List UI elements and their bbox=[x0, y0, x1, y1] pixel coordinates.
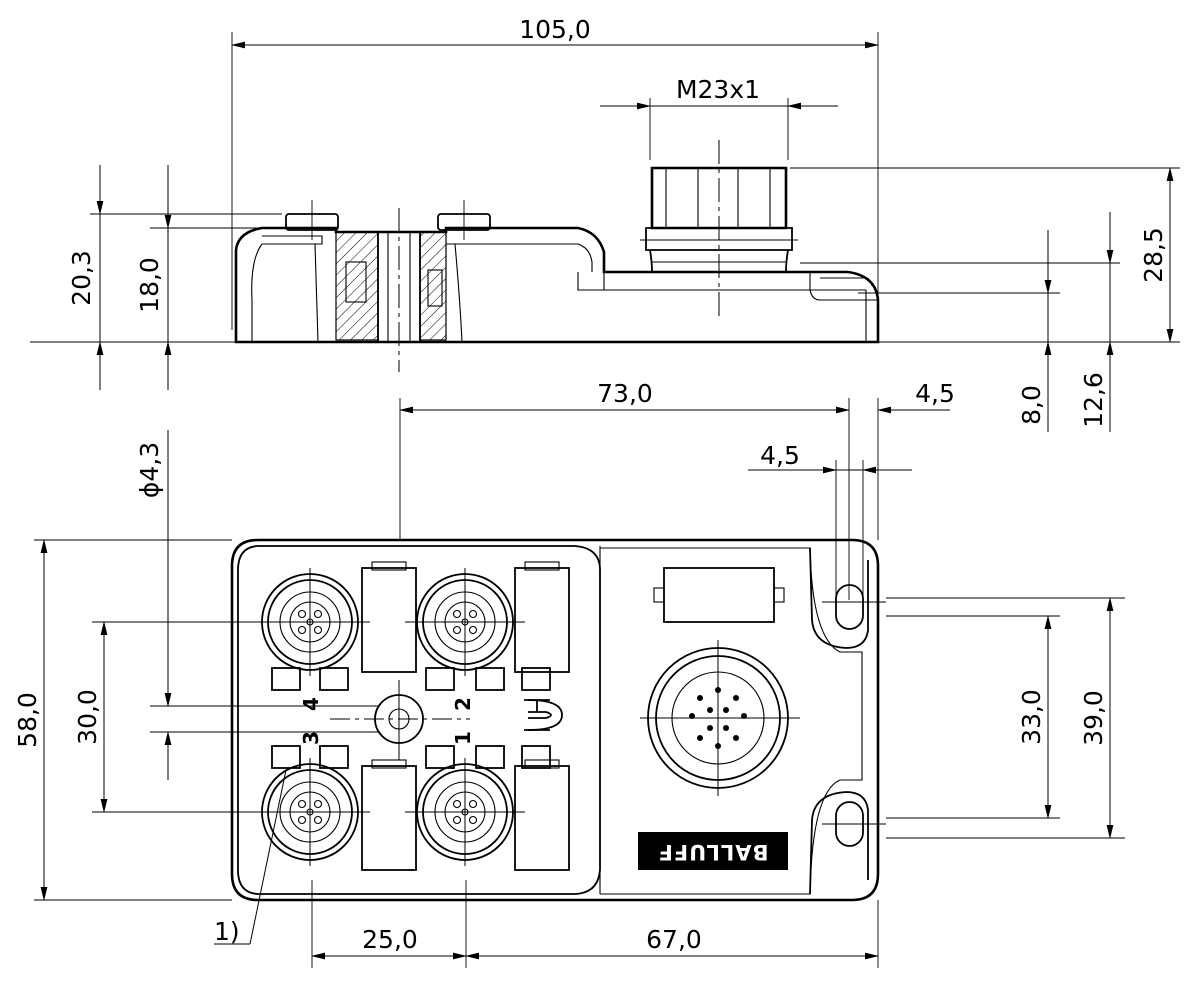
dim-8-0: 8,0 bbox=[1017, 230, 1052, 432]
power-symbol-icon bbox=[524, 699, 563, 731]
note-label: 1) bbox=[214, 917, 240, 946]
label-67-0: 67,0 bbox=[646, 925, 702, 954]
dim-67-0: 67,0 bbox=[465, 925, 879, 960]
label-window bbox=[653, 567, 785, 623]
port-label-1: 1 bbox=[451, 731, 475, 745]
mounting-slot-bottom bbox=[822, 801, 886, 847]
dim-hole-diameter: ϕ4,3 bbox=[135, 430, 380, 780]
label-20-3: 20,3 bbox=[67, 250, 96, 306]
label-28-5: 28,5 bbox=[1139, 227, 1168, 283]
side-housing-outline bbox=[234, 226, 880, 344]
dim-39-0: 39,0 bbox=[1079, 597, 1114, 839]
dim-thread: M23x1 bbox=[600, 75, 838, 160]
label-8-0: 8,0 bbox=[1017, 385, 1046, 425]
brand-plate: BALLUFF bbox=[638, 832, 788, 870]
port-label-3: 3 bbox=[299, 731, 323, 745]
dim-18-0: 18,0 bbox=[135, 165, 172, 390]
dim-33-0: 33,0 bbox=[1017, 615, 1052, 819]
dim-25-0: 25,0 bbox=[311, 925, 467, 960]
central-mounting-hole bbox=[330, 680, 470, 760]
label-39-0: 39,0 bbox=[1079, 690, 1108, 746]
label-12-6: 12,6 bbox=[1079, 372, 1108, 428]
mounting-slot-top bbox=[822, 584, 886, 630]
label-4-5-mid: 4,5 bbox=[760, 441, 800, 470]
side-view bbox=[30, 140, 1180, 372]
m23-connector-top bbox=[640, 640, 800, 796]
port-3-socket bbox=[250, 758, 370, 866]
dim-overall-length: 105,0 bbox=[231, 15, 879, 330]
port-label-4: 4 bbox=[299, 697, 323, 711]
label-4-5-top: 4,5 bbox=[915, 379, 955, 408]
label-58-0: 58,0 bbox=[13, 692, 42, 748]
brand-label: BALLUFF bbox=[657, 840, 768, 864]
top-housing-outline bbox=[230, 538, 880, 902]
port-4-socket bbox=[250, 568, 370, 676]
label-25-0: 25,0 bbox=[362, 925, 418, 954]
led-windows bbox=[271, 561, 570, 871]
dim-12-6: 12,6 bbox=[1079, 212, 1114, 432]
port-label-2: 2 bbox=[451, 697, 475, 711]
dim-4-5-top: 4,5 bbox=[830, 379, 955, 600]
label-73-0: 73,0 bbox=[597, 379, 653, 408]
dim-28-5: 28,5 bbox=[1139, 167, 1174, 343]
label-33-0: 33,0 bbox=[1017, 689, 1046, 745]
dim-20-3: 20,3 bbox=[67, 165, 104, 390]
dim-4-5-mid: 4,5 bbox=[748, 441, 912, 595]
note-callout: 1) bbox=[214, 769, 287, 946]
label-105: 105,0 bbox=[519, 15, 591, 44]
port-1-socket bbox=[405, 758, 525, 866]
dim-30-0: 30,0 bbox=[73, 621, 108, 813]
dim-73-0: 73,0 bbox=[399, 379, 850, 540]
port-2-socket bbox=[405, 568, 525, 676]
dim-58-0: 58,0 bbox=[13, 539, 48, 901]
label-m23: M23x1 bbox=[676, 75, 760, 104]
top-view: 4 2 3 1 bbox=[34, 538, 1125, 968]
label-diameter: ϕ4,3 bbox=[135, 442, 164, 498]
label-30-0: 30,0 bbox=[73, 689, 102, 745]
label-18-0: 18,0 bbox=[135, 257, 164, 313]
